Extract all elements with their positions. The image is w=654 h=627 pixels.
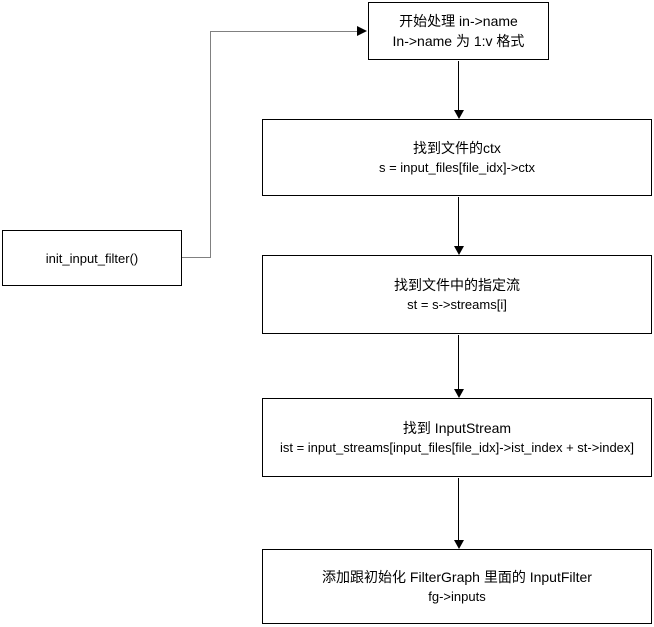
- find-stream-node: 找到文件中的指定流 st = s->streams[i]: [262, 255, 652, 334]
- arrow-down-icon: [454, 389, 464, 398]
- start-node: 开始处理 in->name In->name 为 1:v 格式: [368, 2, 549, 60]
- connector-init-horizontal-segment: [182, 257, 211, 258]
- find-inputstream-title: 找到 InputStream: [402, 420, 512, 436]
- arrow-right-icon: [357, 26, 367, 36]
- find-inputstream-code: ist = input_streams[input_files[file_idx…: [279, 440, 635, 455]
- init-input-filter-label: init_input_filter(): [45, 250, 139, 266]
- find-ctx-code: s = input_files[file_idx]->ctx: [378, 160, 536, 175]
- find-inputstream-node: 找到 InputStream ist = input_streams[input…: [262, 398, 652, 477]
- arrow-find-ctx-to-find-stream-line: [458, 197, 459, 247]
- find-stream-code: st = s->streams[i]: [407, 297, 507, 312]
- arrow-down-icon: [454, 246, 464, 255]
- find-ctx-title: 找到文件的ctx: [413, 140, 501, 156]
- arrow-start-to-find-ctx-line: [458, 61, 459, 111]
- add-inputfilter-code: fg->inputs: [428, 589, 486, 604]
- init-input-filter-node: init_input_filter(): [2, 230, 182, 286]
- add-inputfilter-node: 添加跟初始化 FilterGraph 里面的 InputFilter fg->i…: [262, 549, 652, 624]
- start-node-line2: In->name 为 1:v 格式: [392, 33, 525, 49]
- connector-init-top-segment: [211, 31, 358, 32]
- find-ctx-node: 找到文件的ctx s = input_files[file_idx]->ctx: [262, 119, 652, 196]
- arrow-down-icon: [454, 540, 464, 549]
- find-stream-title: 找到文件中的指定流: [394, 277, 520, 293]
- start-node-line1: 开始处理 in->name: [399, 13, 518, 29]
- add-inputfilter-title: 添加跟初始化 FilterGraph 里面的 InputFilter: [322, 569, 592, 585]
- arrow-find-stream-to-find-inputstream-line: [458, 335, 459, 390]
- connector-init-vertical-segment: [210, 31, 211, 258]
- arrow-find-inputstream-to-add-inputfilter-line: [458, 478, 459, 541]
- arrow-down-icon: [454, 110, 464, 119]
